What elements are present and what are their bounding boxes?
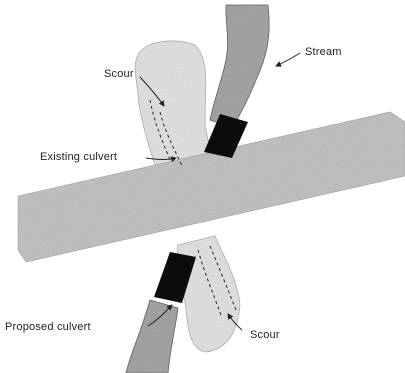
label-stream: Stream xyxy=(305,46,342,58)
label-existing-culvert: Existing culvert xyxy=(40,151,117,163)
label-proposed-culvert: Proposed culvert xyxy=(5,321,91,333)
stream-leader xyxy=(276,53,300,66)
scour-zone-lower-grain xyxy=(177,236,240,352)
stream-channel-lower-grain xyxy=(126,300,178,373)
label-scour-bottom: Scour xyxy=(250,329,280,341)
stream-channel-upper-grain xyxy=(210,5,269,128)
label-scour-top: Scour xyxy=(104,68,134,80)
